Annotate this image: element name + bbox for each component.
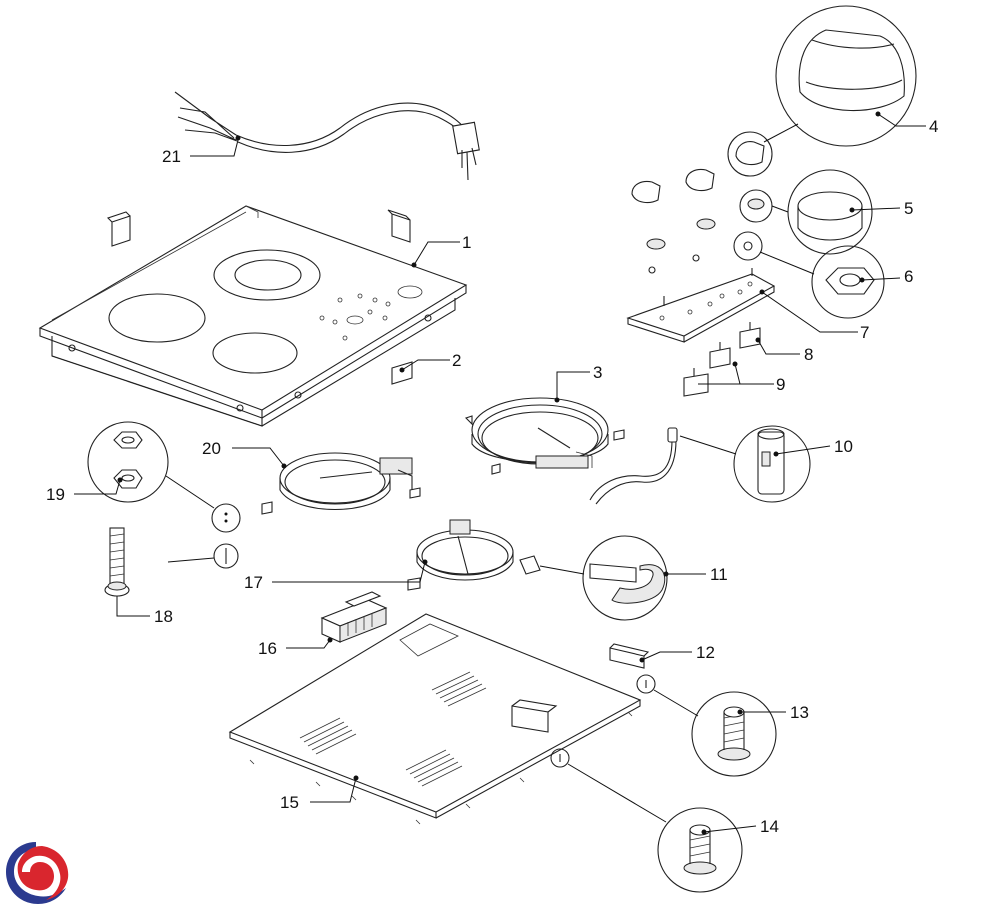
knob-detail	[727, 5, 917, 177]
label-11: 11	[710, 565, 728, 584]
label-20: 20	[202, 439, 221, 458]
label-3: 3	[593, 363, 602, 382]
mounting-brackets-top	[106, 209, 411, 247]
knob-ring-detail	[739, 169, 873, 255]
clip-detail	[519, 535, 669, 621]
vent-slots-1	[299, 671, 487, 787]
nut-detail	[733, 231, 885, 319]
bolt-detail	[104, 527, 239, 597]
label-5: 5	[904, 199, 913, 218]
label-1: 1	[462, 233, 471, 252]
label-7: 7	[860, 323, 869, 342]
label-10: 10	[834, 437, 853, 456]
label-4: 4	[929, 117, 938, 136]
terminal-block	[320, 591, 388, 643]
heating-element-small	[407, 519, 514, 591]
heating-element-medium	[261, 452, 421, 515]
label-18: 18	[154, 607, 173, 626]
control-bracket	[626, 268, 776, 343]
screw-13-detail	[636, 674, 777, 777]
part-labels: 1 2 3 4 5 6 7 8 9 10 11 12 13 14 15 16 1…	[46, 117, 938, 836]
callouts	[74, 113, 926, 833]
nuts-detail	[87, 421, 241, 533]
label-17: 17	[244, 573, 263, 592]
brand-logo	[6, 842, 69, 904]
cooktop-top	[38, 205, 468, 427]
power-cord	[174, 91, 480, 181]
label-19: 19	[46, 485, 65, 504]
sensor-detail	[679, 425, 811, 503]
label-21: 21	[162, 147, 181, 166]
screw-14-detail	[550, 748, 743, 893]
label-15: 15	[280, 793, 299, 812]
label-6: 6	[904, 267, 913, 286]
control-knobs	[631, 168, 716, 274]
label-8: 8	[804, 345, 813, 364]
switches	[683, 322, 761, 397]
bracket-12	[609, 643, 650, 669]
heating-element-large	[464, 397, 625, 475]
label-13: 13	[790, 703, 809, 722]
label-16: 16	[258, 639, 277, 658]
label-9: 9	[776, 375, 785, 394]
label-2: 2	[452, 351, 461, 370]
label-14: 14	[760, 817, 779, 836]
sensor-cable	[589, 427, 678, 505]
label-12: 12	[696, 643, 715, 662]
base-plate	[228, 613, 642, 825]
